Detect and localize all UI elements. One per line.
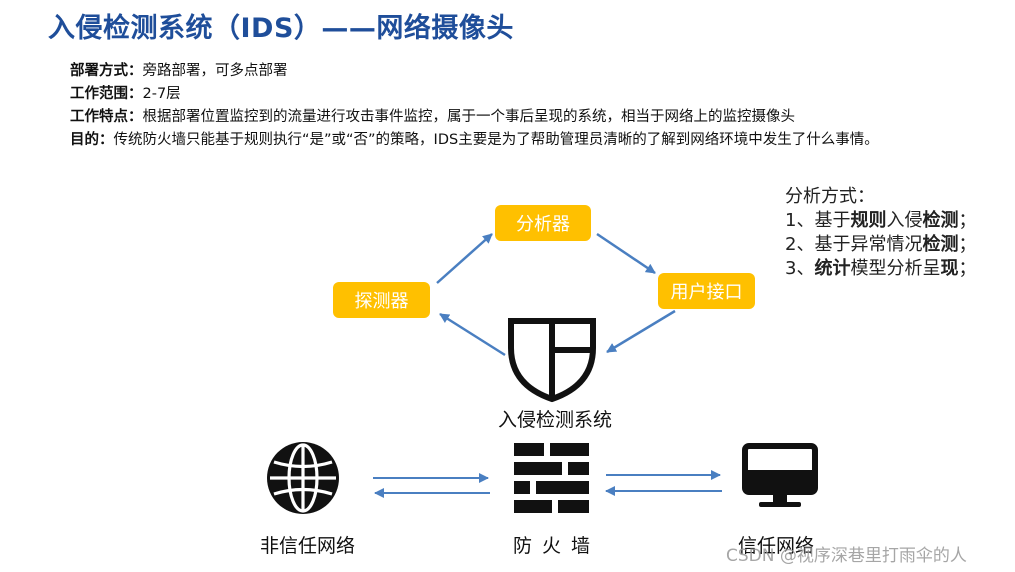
item1-end: ； [958,210,977,231]
page-title: 入侵检测系统（IDS）——网络摄像头 [48,13,514,44]
analysis-heading: 分析方式： [785,186,875,207]
analysis-item-3: 3、统计模型分析呈现； [785,257,976,281]
item1-intrusion: 入侵 [886,210,923,231]
deploy-value: 旁路部署，可多点部署 [142,63,288,79]
info-block: 部署方式：旁路部署，可多点部署 工作范围：2-7层 工作特点：根据部署位置监控到… [70,60,879,152]
item3-prefix: 3、 [785,258,815,279]
arrow-detector-to-analyzer [436,233,493,284]
scope-value: 2-7层 [142,86,181,102]
trusted-network-label: 信任网络 [738,535,815,557]
item2-prefix: 2、基于异常情况 [785,234,923,255]
item1-detect: 检测 [922,210,959,231]
item3-stat: 统计 [814,258,851,279]
network-arrows [373,470,722,498]
purpose-value: 传统防火墙只能基于规则执行“是”或“否”的策略，IDS主要是为了帮助管理员清晰的… [113,132,879,148]
analysis-item-1: 1、基于规则入侵检测； [785,209,976,233]
shield-icon [508,318,596,403]
watermark: CSDN @视序深巷里打雨伞的人 [726,546,967,566]
deploy-label: 部署方式： [70,63,143,79]
feature-value: 根据部署位置监控到的流量进行攻击事件监控，属于一个事后呈现的系统，相当于网络上的… [142,109,796,125]
feature-line: 工作特点：根据部署位置监控到的流量进行攻击事件监控，属于一个事后呈现的系统，相当… [70,106,879,129]
item1-rule: 规则 [850,210,887,231]
item3-present: 现 [940,258,959,279]
untrusted-network-label: 非信任网络 [260,535,356,557]
arrow-ids-to-detector [439,312,506,357]
user-interface-box: 用户接口 [658,273,755,309]
item2-end: ； [958,234,977,255]
firewall-brick-icon [514,443,589,513]
ids-label: 入侵检测系统 [498,409,613,431]
monitor-icon [742,443,818,507]
scope-label: 工作范围： [70,86,143,102]
globe-icon [267,442,339,514]
purpose-line: 目的：传统防火墙只能基于规则执行“是”或“否”的策略，IDS主要是为了帮助管理员… [70,129,879,152]
arrow-ui-to-ids [606,309,676,354]
item3-model: 模型分析呈 [850,258,941,279]
item2-detect: 检测 [922,234,959,255]
deploy-line: 部署方式：旁路部署，可多点部署 [70,60,879,83]
analysis-methods: 分析方式： 1、基于规则入侵检测； 2、基于异常情况检测； 3、统计模型分析呈现… [785,185,976,281]
arrow-analyzer-to-ui [596,232,656,275]
scope-line: 工作范围：2-7层 [70,83,879,106]
feature-label: 工作特点： [70,109,143,125]
firewall-label: 防火墙 [513,535,601,557]
item3-end: ； [958,258,977,279]
analysis-item-2: 2、基于异常情况检测； [785,233,976,257]
purpose-label: 目的： [70,132,114,148]
cycle-arrows [436,232,676,357]
detector-box: 探测器 [333,282,430,318]
analyzer-box: 分析器 [495,205,591,241]
item1-prefix: 1、基于 [785,210,851,231]
